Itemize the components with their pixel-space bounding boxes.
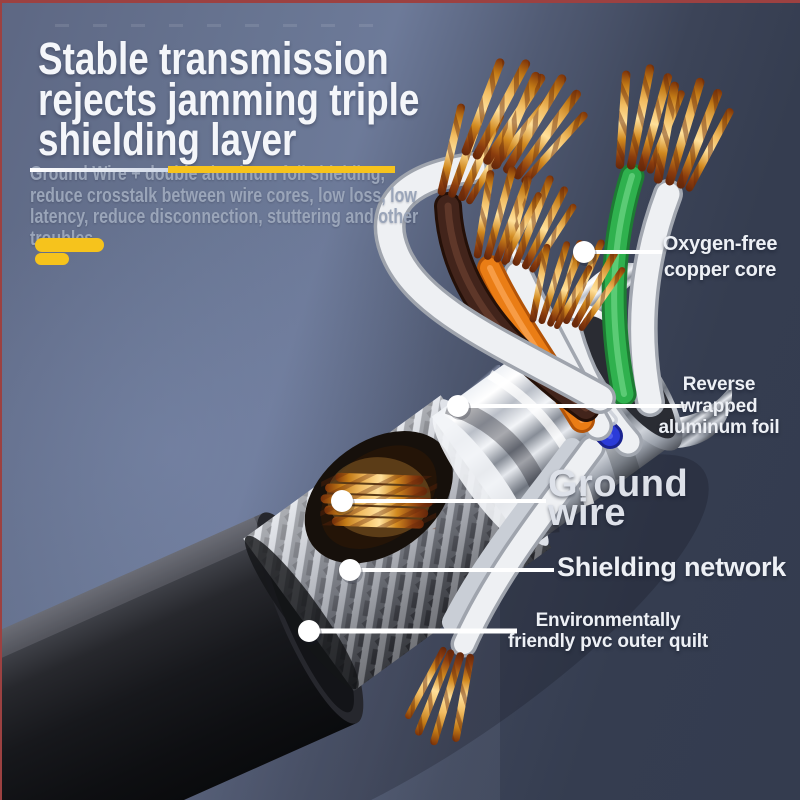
headline: Stable transmission rejects jamming trip… xyxy=(38,33,420,165)
label-ground-wire: Ground wire xyxy=(548,463,689,534)
label-shielding-network: Shielding network xyxy=(557,552,787,582)
headline-line-1: Stable transmission xyxy=(38,33,389,84)
headline-line-3: shielding layer xyxy=(38,114,297,165)
label-pvc-jacket-line2: friendly pvc outer quilt xyxy=(508,631,708,652)
headline-underline-yellow xyxy=(168,166,395,173)
headline-underline-light xyxy=(30,168,168,172)
callout-ground-wire xyxy=(331,490,546,515)
callout-dot xyxy=(447,395,469,417)
callout-dot xyxy=(298,620,320,642)
twisted-pair-green xyxy=(601,163,683,417)
label-aluminum-foil-line3: aluminum foil xyxy=(658,417,780,438)
callout-dot xyxy=(573,241,595,263)
description-line-2: reduce crosstalk between wire cores, low… xyxy=(30,184,417,207)
label-pvc-jacket: Environmentally friendly pvc outer quilt xyxy=(508,610,708,652)
headline-line-2: rejects jamming triple xyxy=(38,73,420,125)
callout-aluminum-foil xyxy=(447,395,686,420)
callout-dot xyxy=(331,490,353,512)
twisted-pair-brown xyxy=(373,152,616,422)
faint-watermark-dashes xyxy=(55,24,395,27)
red-border-left xyxy=(0,0,2,800)
callout-leaders xyxy=(298,241,686,645)
callout-pvc xyxy=(298,620,517,645)
label-aluminum-foil: Reverse wrapped aluminum foil xyxy=(648,374,790,439)
callout-dot xyxy=(339,559,361,581)
yellow-pill-small xyxy=(35,253,69,265)
red-border-top xyxy=(0,0,800,3)
cable-shadow xyxy=(151,454,709,800)
yellow-pill-large xyxy=(35,238,104,252)
ground-wire-window xyxy=(304,431,453,564)
label-ground-wire-line2: wire xyxy=(548,492,627,534)
label-aluminum-foil-line2: wrapped xyxy=(680,395,758,417)
label-aluminum-foil-line1: Reverse xyxy=(682,374,756,395)
twisted-pair-hanging xyxy=(442,434,606,658)
shield-layers xyxy=(243,262,733,691)
label-ground-wire-line1: Ground xyxy=(548,463,689,505)
callout-copper-core xyxy=(573,241,662,266)
label-copper-core: Oxygen-free copper core xyxy=(645,231,795,283)
label-pvc-jacket-line1: Environmentally xyxy=(535,610,681,631)
callout-shielding xyxy=(339,559,554,584)
label-copper-core-line1: Oxygen-free xyxy=(662,233,778,255)
label-copper-core-line2: copper core xyxy=(663,259,777,281)
description-line-3: latency, reduce disconnection, stutterin… xyxy=(30,206,419,228)
